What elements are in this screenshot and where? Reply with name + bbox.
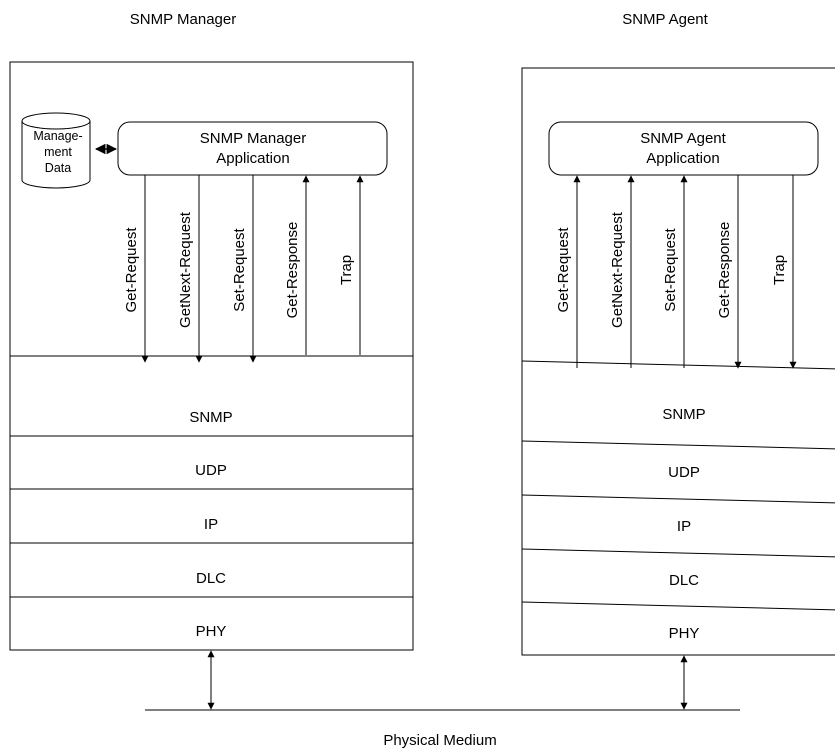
manager-layer-phy: PHY (196, 623, 227, 640)
agent-msg-set-request: Set-Request (662, 227, 679, 311)
db-label-line1: Manage- (33, 129, 82, 143)
manager-layer-ip: IP (204, 516, 218, 533)
manager-app-label-line2: Application (216, 150, 289, 167)
db-label-line2: ment (44, 145, 72, 159)
agent-layer-dlc: DLC (669, 572, 699, 589)
management-data-store: Manage- ment Data (21, 112, 91, 189)
manager-layer-udp: UDP (195, 462, 227, 479)
agent-app-label-line1: SNMP Agent (640, 130, 726, 147)
manager-msg-get-request: Get-Request (123, 227, 140, 313)
manager-app-label-line1: SNMP Manager (200, 130, 306, 147)
manager-layer-snmp: SNMP (189, 409, 232, 426)
agent-layer-ip: IP (677, 518, 691, 535)
agent-layer-phy: PHY (669, 625, 700, 642)
agent-msg-get-response: Get-Response (716, 222, 733, 319)
agent-stack: SNMP Agent Application Get-Request GetNe… (521, 67, 835, 656)
agent-layer-udp: UDP (668, 464, 700, 481)
agent-app-label-line2: Application (646, 150, 719, 167)
medium-label: Physical Medium (383, 732, 496, 749)
agent-title: SNMP Agent (622, 11, 708, 28)
agent-application-box (548, 121, 819, 176)
db-label-line3: Data (45, 161, 71, 175)
physical-medium: Physical Medium (145, 650, 740, 749)
manager-title: SNMP Manager (130, 11, 236, 28)
agent-msg-getnext-request: GetNext-Request (609, 211, 626, 328)
agent-msg-get-request: Get-Request (555, 227, 572, 313)
manager-msg-trap: Trap (338, 255, 355, 285)
manager-msg-get-response: Get-Response (284, 222, 301, 319)
manager-layer-dlc: DLC (196, 570, 226, 587)
manager-msg-set-request: Set-Request (231, 227, 248, 311)
agent-msg-trap: Trap (771, 255, 788, 285)
agent-layer-snmp: SNMP (662, 406, 705, 423)
manager-msg-getnext-request: GetNext-Request (177, 211, 194, 328)
manager-stack: Manage- ment Data SNMP Manager Applicati… (9, 61, 414, 651)
